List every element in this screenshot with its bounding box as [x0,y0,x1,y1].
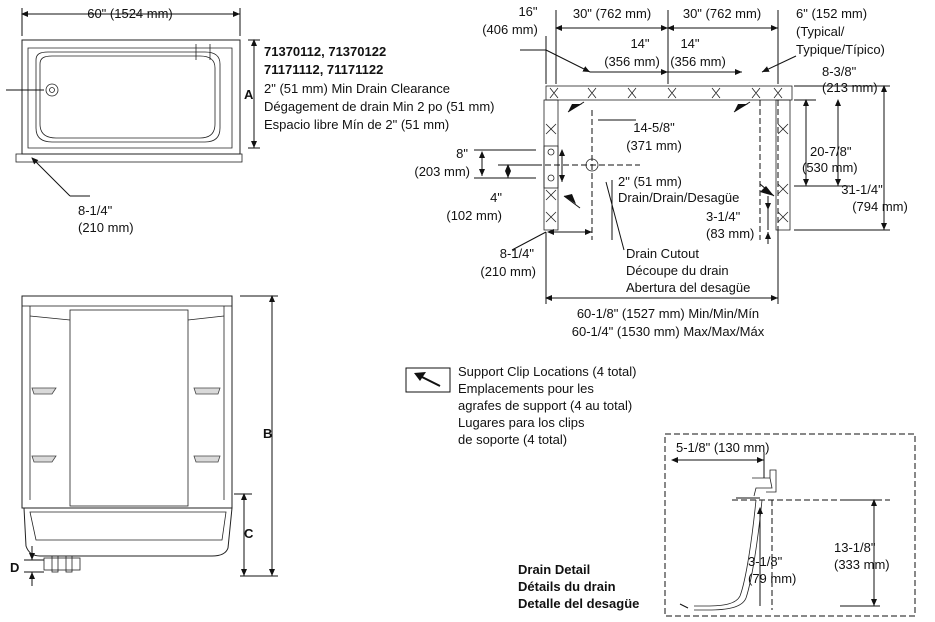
dim-width-max: 60-1/4" (1530 mm) Max/Max/Máx [572,324,765,339]
legend-line-5: de soporte (4 total) [458,432,567,447]
dim-width-min: 60-1/8" (1527 mm) Min/Min/Mín [577,306,759,321]
drain-cutout-en: Drain Cutout [626,246,699,261]
dim-2-line2: Drain/Drain/Desagüe [618,190,739,205]
drain-cutout-fr: Découpe du drain [626,263,729,278]
drain-detail-title-fr: Détails du drain [518,579,616,594]
dim-14-5-8-in: 14-5/8" [633,120,675,135]
top-view-drain-icon [45,83,59,97]
dim-13-1-8-mm: (333 mm) [834,557,890,572]
dim-3-1-4-mm: (83 mm) [706,226,754,241]
legend-line-2: Emplacements pour les [458,381,594,396]
top-width-dim: 60" (1524 mm) [87,6,173,21]
label-d: D [10,560,19,575]
dim-14-left-in: 14" [630,36,649,51]
legend-line-3: agrafes de support (4 au total) [458,398,632,413]
label-c: C [244,526,254,541]
dim-6-line1: 6" (152 mm) [796,6,867,21]
front-view-tub [21,295,278,586]
drain-detail-title-es: Detalle del desagüe [518,596,639,611]
dim-16-in: 16" [518,4,537,19]
clearance-fr: Dégagement de drain Min 2 po (51 mm) [264,99,495,114]
top-view-tub [6,8,260,197]
label-a: A [244,87,254,102]
legend-line-1: Support Clip Locations (4 total) [458,364,636,379]
dim-8-mm: (203 mm) [414,164,470,179]
legend-line-4: Lugares para los clips [458,415,585,430]
dim-6-line2: (Typical/ [796,24,845,39]
dim-8-3-8-mm: (213 mm) [822,80,878,95]
drain-detail [664,433,916,617]
framing-plan [474,10,890,304]
dim-8-1-4-mm: (210 mm) [480,264,536,279]
clearance-en: 2" (51 mm) Min Drain Clearance [264,81,450,96]
dim-3-1-8-mm: (79 mm) [748,571,796,586]
dim-3-1-8-in: 3-1/8" [748,554,783,569]
dim-8-in: 8" [456,146,468,161]
drain-cutout-es: Abertura del desagüe [626,280,750,295]
dim-13-1-8-in: 13-1/8" [834,540,876,555]
dim-2-line1: 2" (51 mm) [618,174,682,189]
dim-20-7-8-mm: (530 mm) [802,160,858,175]
dim-30-left: 30" (762 mm) [573,6,651,21]
model-numbers-line-1: 71370112, 71370122 [264,44,386,59]
drain-assembly-icon [43,557,81,571]
drain-detail-title-en: Drain Detail [518,562,590,577]
dim-5-1-8: 5-1/8" (130 mm) [676,440,769,455]
dim-8-3-8-in: 8-3/8" [822,64,857,79]
dim-4-in: 4" [490,190,502,205]
legend [405,367,451,393]
dim-3-1-4-in: 3-1/4" [706,209,741,224]
dim-4-mm: (102 mm) [446,208,502,223]
model-numbers-line-2: 71171112, 71171122 [264,62,383,77]
label-b: B [263,426,272,441]
dim-8-1-4-in: 8-1/4" [500,246,535,261]
dim-14-right-mm: (356 mm) [670,54,726,69]
dim-31-1-4-in: 31-1/4" [841,182,883,197]
top-drain-offset-in: 8-1/4" [78,203,113,218]
clearance-es: Espacio libre Mín de 2" (51 mm) [264,117,449,132]
dim-31-1-4-mm: (794 mm) [852,199,908,214]
dim-20-7-8-in: 20-7/8" [810,144,852,159]
dim-6-line3: Typique/Típico) [796,42,885,57]
dim-16-mm: (406 mm) [482,22,538,37]
support-clip-arrow-icon [405,367,451,393]
dim-14-left-mm: (356 mm) [604,54,660,69]
top-drain-offset-mm: (210 mm) [78,220,134,235]
dim-30-right: 30" (762 mm) [683,6,761,21]
dim-14-5-8-mm: (371 mm) [626,138,682,153]
dim-14-right-in: 14" [680,36,699,51]
